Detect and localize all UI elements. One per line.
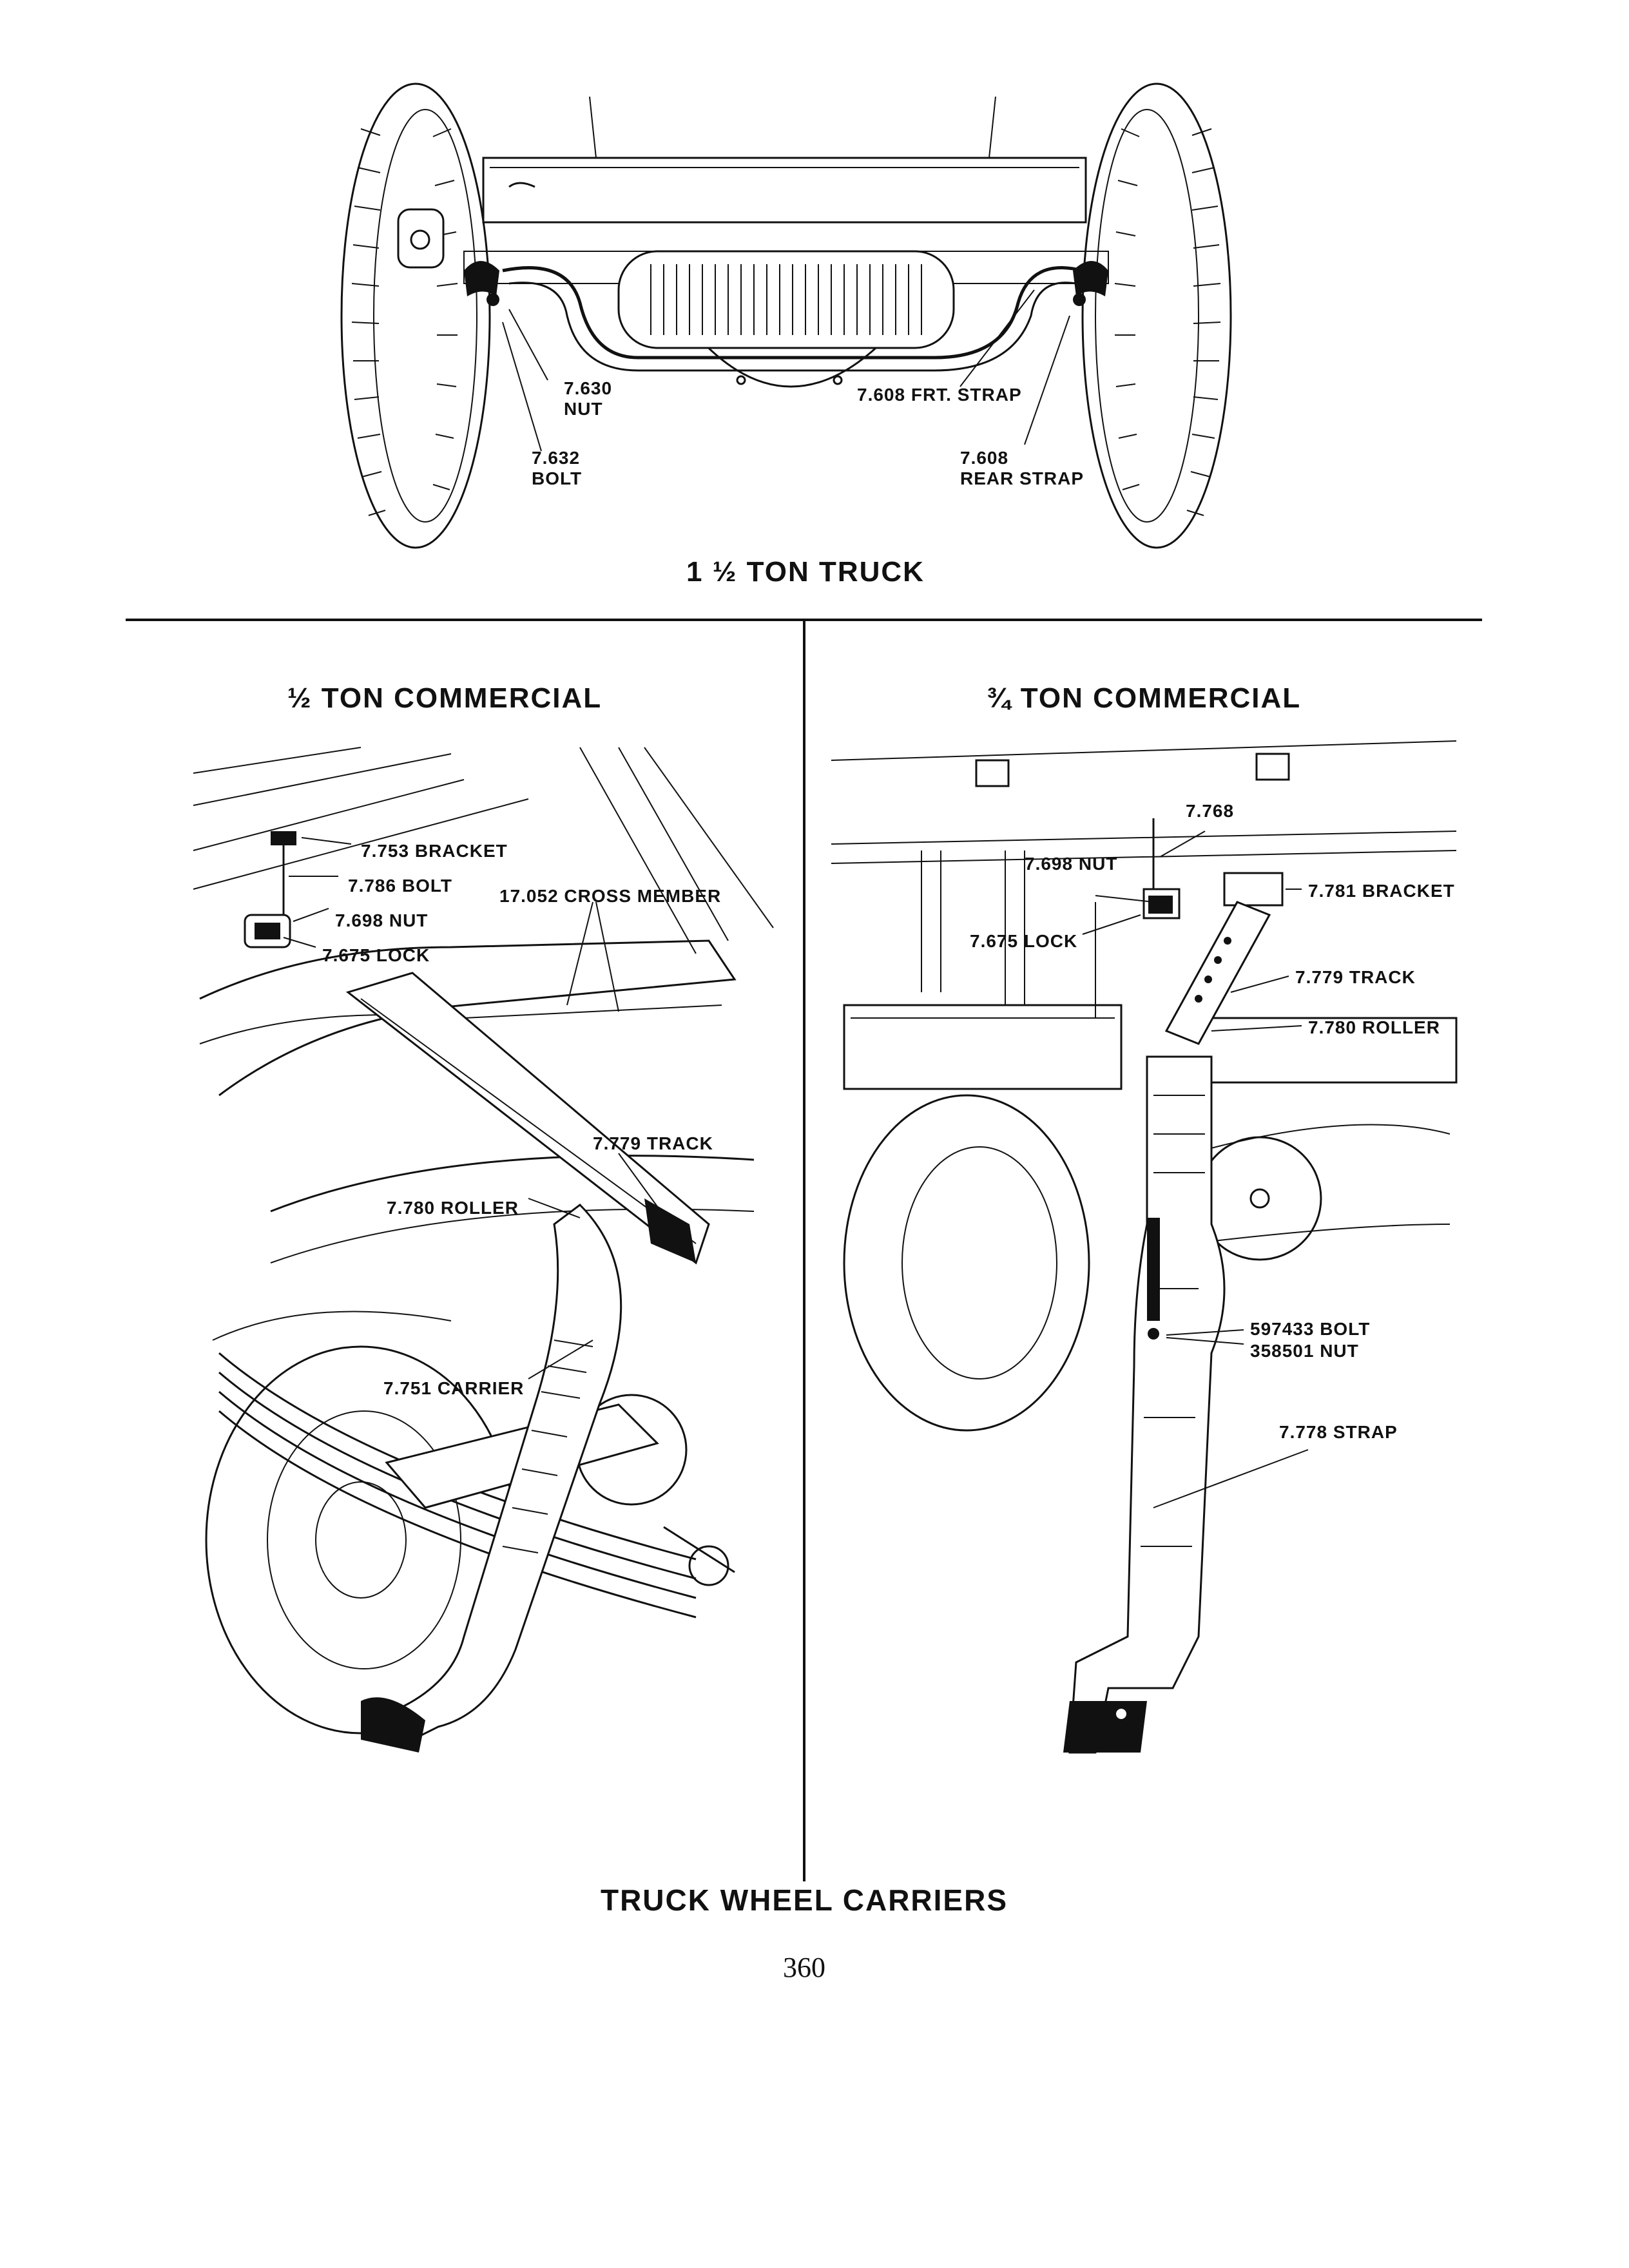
label-bolt-597433: 597433 BOLT [1250, 1319, 1370, 1339]
label-nut-text: NUT [564, 399, 603, 419]
label-rear-strap-number: 7.608 [960, 448, 1008, 468]
label-bracket-7753: 7.753 BRACKET [361, 841, 508, 861]
right-diagram-drawing [831, 740, 1458, 1754]
right-diagram-title: ¾ TON COMMERCIAL [987, 682, 1301, 714]
page-number: 360 [783, 1952, 825, 1983]
label-cross-member: 17.052 CROSS MEMBER [499, 886, 721, 906]
label-nut-number: 7.630 [564, 378, 612, 398]
label-nut-7698-right: 7.698 NUT [1025, 854, 1117, 874]
label-bolt-7786: 7.786 BOLT [348, 876, 452, 896]
label-rear-strap-text: REAR STRAP [960, 468, 1084, 488]
label-track-7779: 7.779 TRACK [593, 1133, 713, 1153]
top-diagram-title: 1 ½ TON TRUCK [686, 556, 925, 588]
label-bracket-7781: 7.781 BRACKET [1308, 881, 1455, 901]
label-lock-7675: 7.675 LOCK [322, 945, 430, 965]
top-diagram-drawing [340, 82, 1232, 549]
label-track-7779-right: 7.779 TRACK [1295, 967, 1416, 987]
right-labels: 7.768 7.698 NUT 7.781 BRACKET 7.675 LOCK… [970, 801, 1455, 1442]
label-bolt-text: BOLT [532, 468, 582, 488]
label-strap-7778: 7.778 STRAP [1279, 1422, 1398, 1442]
left-diagram-title: ½ TON COMMERCIAL [287, 682, 602, 714]
label-roller-7780-right: 7.780 ROLLER [1308, 1017, 1440, 1037]
left-diagram-drawing [193, 747, 774, 1753]
label-nut-7698: 7.698 NUT [335, 910, 428, 930]
label-lock-7675-right: 7.675 LOCK [970, 931, 1077, 951]
label-nut-358501: 358501 NUT [1250, 1341, 1359, 1361]
top-labels: 7.630 NUT 7.632 BOLT 7.608 FRT. STRAP 7.… [532, 378, 1084, 488]
label-roller-7780: 7.780 ROLLER [387, 1198, 519, 1218]
label-carrier-7751: 7.751 CARRIER [383, 1378, 524, 1398]
label-bolt-number: 7.632 [532, 448, 580, 468]
label-front-strap: 7.608 FRT. STRAP [857, 385, 1022, 405]
left-labels: 7.753 BRACKET 7.786 BOLT 7.698 NUT 7.675… [322, 841, 721, 1398]
page-caption: TRUCK WHEEL CARRIERS [601, 1883, 1008, 1917]
label-part-7768: 7.768 [1186, 801, 1234, 821]
